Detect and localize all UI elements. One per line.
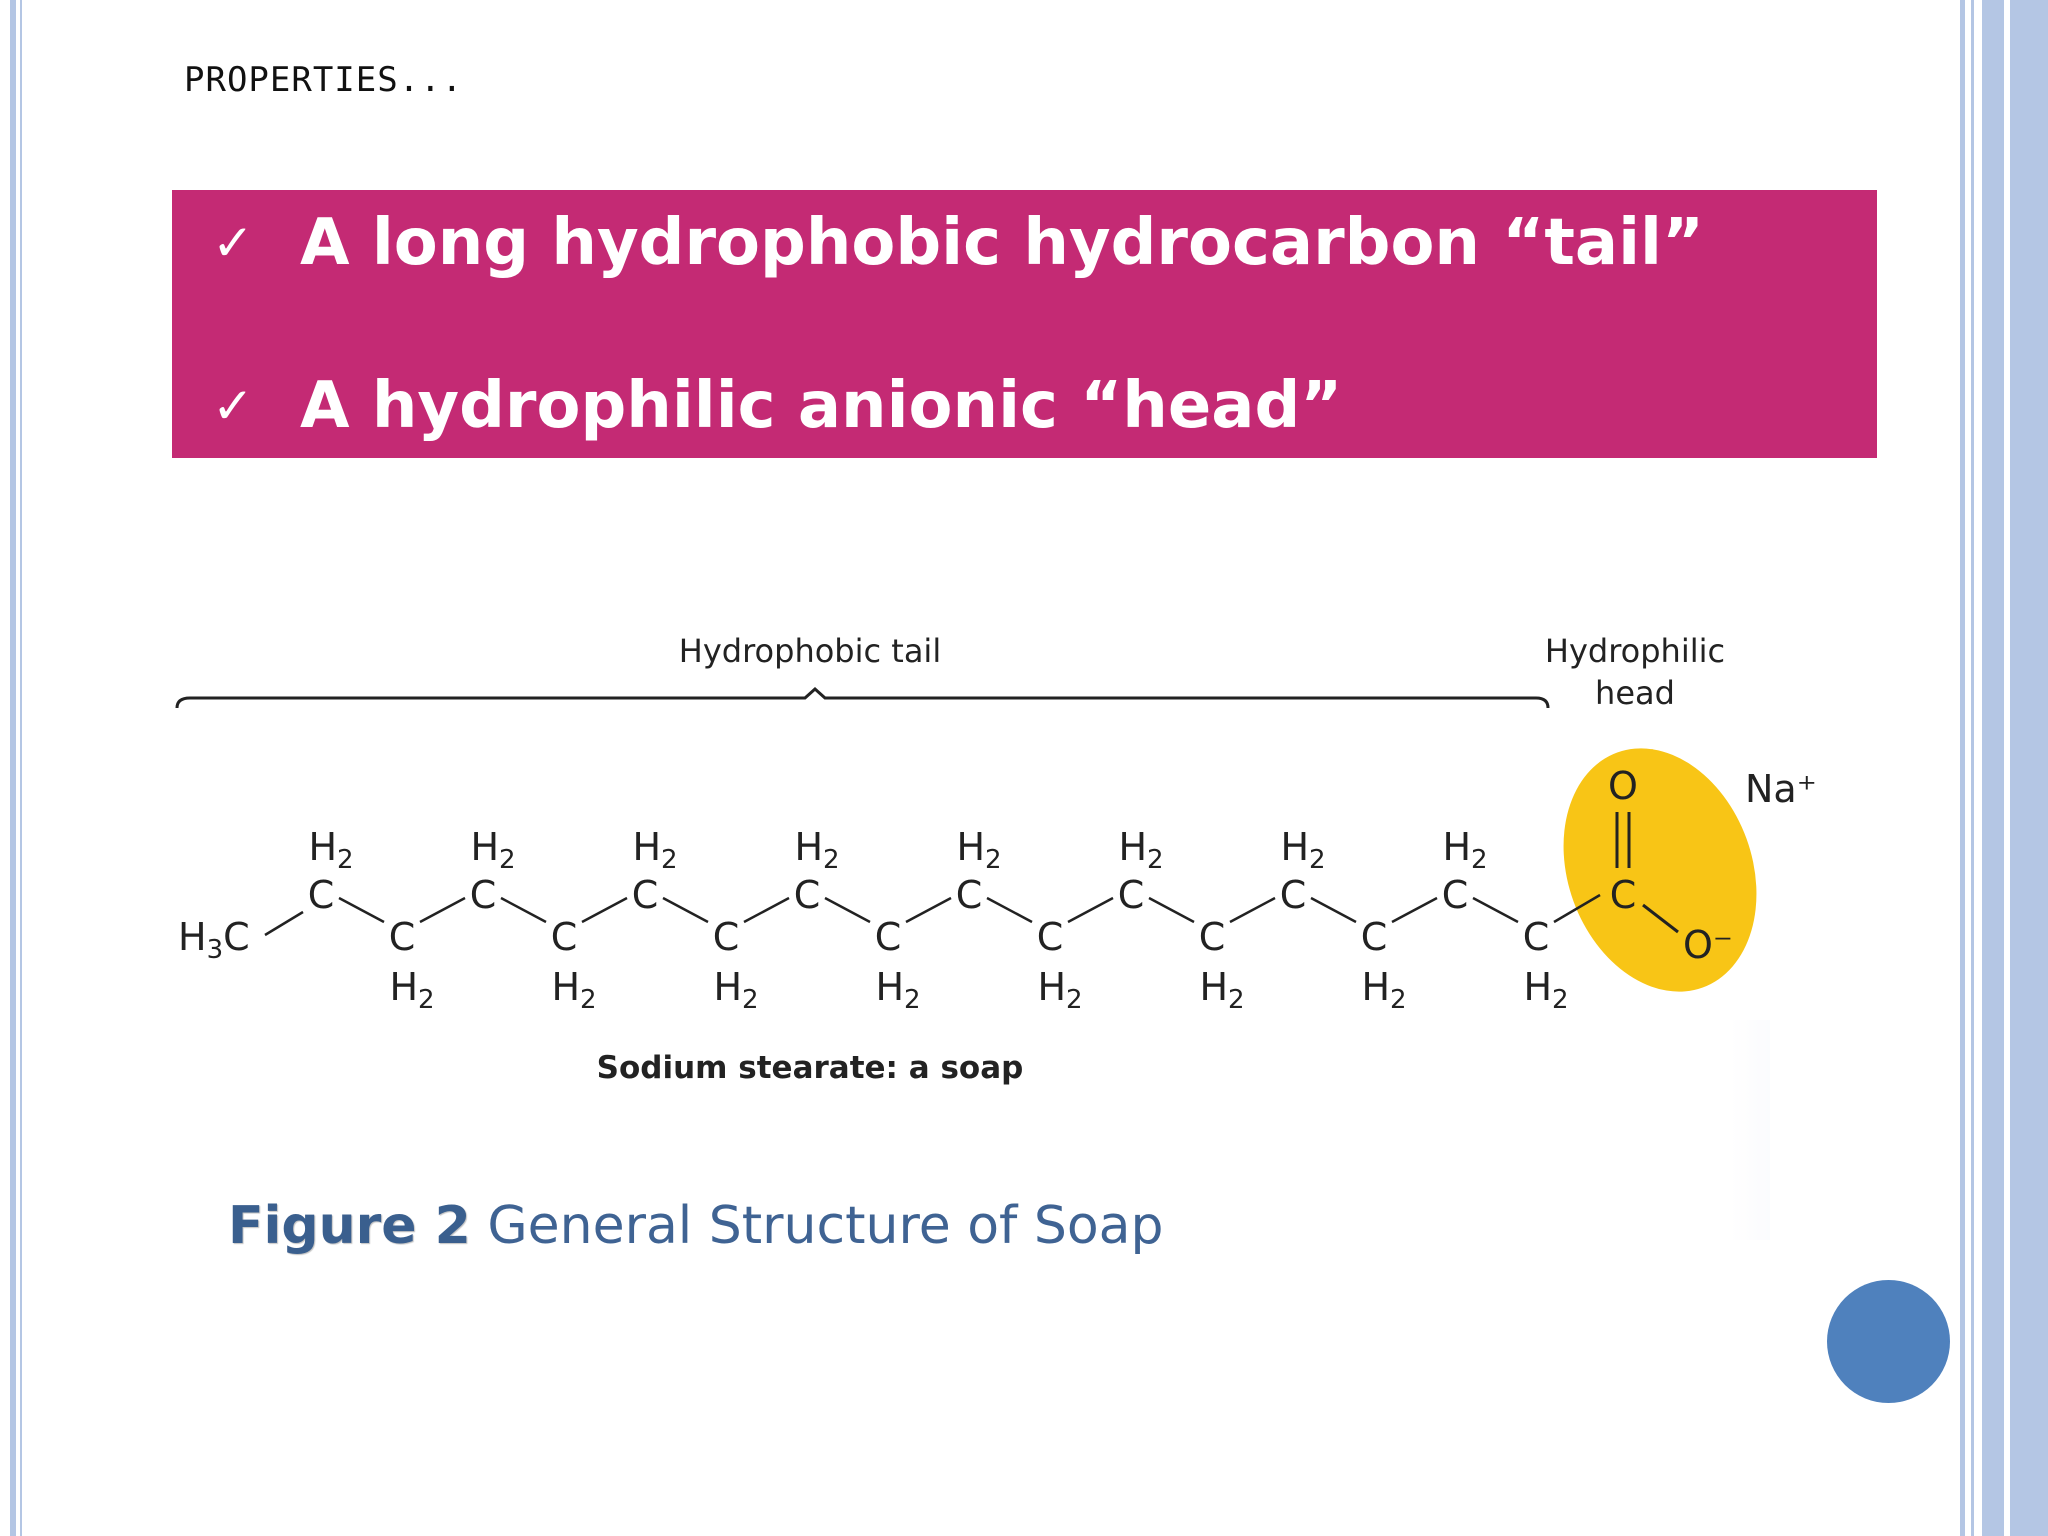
chain-hydrogen: H2 bbox=[1118, 825, 1163, 875]
sodium-ion: Na⁺ bbox=[1745, 767, 1817, 811]
frame-right-band-2 bbox=[2010, 0, 2048, 1536]
methyl-group: H3C bbox=[178, 915, 250, 965]
chain-hydrogen: H2 bbox=[1523, 965, 1568, 1015]
chain-carbon: C bbox=[1199, 915, 1226, 959]
chain-hydrogen: H2 bbox=[713, 965, 758, 1015]
chain-bond bbox=[1229, 896, 1276, 924]
chain-hydrogen: H2 bbox=[1280, 825, 1325, 875]
chain-bond bbox=[1391, 896, 1438, 924]
chain-carbon: C bbox=[551, 915, 578, 959]
chain-carbon: C bbox=[632, 873, 659, 917]
chain-bond bbox=[338, 896, 385, 924]
chain-hydrogen: H2 bbox=[956, 825, 1001, 875]
chain-bond bbox=[1310, 896, 1357, 924]
chain-bond bbox=[743, 896, 790, 924]
properties-banner bbox=[172, 190, 1877, 458]
tail-brace bbox=[175, 686, 1550, 709]
chain-bond bbox=[1553, 893, 1601, 924]
head-label: Hydrophilic bbox=[1545, 632, 1725, 670]
checkmark-icon: ✓ bbox=[212, 377, 254, 435]
chain-hydrogen: H2 bbox=[1037, 965, 1082, 1015]
chain-hydrogen: H2 bbox=[1361, 965, 1406, 1015]
chain-hydrogen: H2 bbox=[875, 965, 920, 1015]
chain-carbon: C bbox=[389, 915, 416, 959]
head-label-2: head bbox=[1595, 674, 1675, 712]
chain-bond bbox=[264, 910, 304, 937]
carbonyl-oxygen: O bbox=[1608, 764, 1638, 808]
bullet-text: A hydrophilic anionic “head” bbox=[300, 369, 1343, 443]
chain-hydrogen: H2 bbox=[308, 825, 353, 875]
figure-caption: Figure 2 General Structure of Soap bbox=[228, 1196, 1164, 1256]
chain-hydrogen: H2 bbox=[794, 825, 839, 875]
chain-bond bbox=[824, 896, 871, 924]
chain-carbon: C bbox=[794, 873, 821, 917]
bullet-item-head: ✓ A hydrophilic anionic “head” bbox=[172, 361, 1877, 451]
frame-left-inner bbox=[20, 0, 22, 1536]
chain-hydrogen: H2 bbox=[1442, 825, 1487, 875]
chain-carbon: C bbox=[1118, 873, 1145, 917]
chain-carbon: C bbox=[713, 915, 740, 959]
hydrophilic-head-highlight bbox=[1563, 748, 1757, 992]
frame-right-band bbox=[1982, 0, 2004, 1536]
compound-label: Sodium stearate: a soap bbox=[597, 1050, 1024, 1086]
frame-right-thin bbox=[1960, 0, 1965, 1536]
chain-carbon: C bbox=[1361, 915, 1388, 959]
chain-bond bbox=[986, 896, 1033, 924]
slide-nav-button[interactable] bbox=[1827, 1280, 1950, 1403]
carbon-chain: CH2CH2CH2CH2CH2CH2CH2CH2CH2CH2CH2CH2CH2C… bbox=[264, 825, 1601, 1015]
figure-title: General Structure of Soap bbox=[470, 1196, 1164, 1256]
figure-label: Figure 2 bbox=[228, 1196, 471, 1256]
page-title: PROPERTIES... bbox=[184, 60, 464, 100]
chain-carbon: C bbox=[1037, 915, 1064, 959]
chain-hydrogen: H2 bbox=[551, 965, 596, 1015]
chain-carbon: C bbox=[1523, 915, 1550, 959]
chain-carbon: C bbox=[1280, 873, 1307, 917]
bullet-text: A long hydrophobic hydrocarbon “tail” bbox=[300, 206, 1705, 280]
anion-oxygen: O⁻ bbox=[1683, 923, 1733, 967]
chain-hydrogen: H2 bbox=[1199, 965, 1244, 1015]
chain-hydrogen: H2 bbox=[632, 825, 677, 875]
frame-right-thin-2 bbox=[1971, 0, 1974, 1536]
frame-left-outer bbox=[10, 0, 16, 1536]
chain-carbon: C bbox=[1442, 873, 1469, 917]
checkmark-icon: ✓ bbox=[212, 214, 254, 272]
chain-carbon: C bbox=[470, 873, 497, 917]
chain-bond bbox=[581, 896, 628, 924]
bullet-item-tail: ✓ A long hydrophobic hydrocarbon “tail” bbox=[172, 198, 1877, 288]
chain-bond bbox=[1148, 896, 1195, 924]
chain-hydrogen: H2 bbox=[389, 965, 434, 1015]
chain-hydrogen: H2 bbox=[470, 825, 515, 875]
tail-label: Hydrophobic tail bbox=[679, 632, 941, 670]
chain-bond bbox=[500, 896, 547, 924]
chain-carbon: C bbox=[875, 915, 902, 959]
chain-carbon: C bbox=[956, 873, 983, 917]
chain-bond bbox=[905, 896, 952, 924]
chain-carbon: C bbox=[308, 873, 335, 917]
carboxyl-carbon: C bbox=[1610, 873, 1637, 917]
chain-bond bbox=[419, 896, 466, 924]
chain-bond bbox=[1067, 896, 1114, 924]
chain-bond bbox=[662, 896, 709, 924]
chain-bond bbox=[1472, 896, 1519, 924]
